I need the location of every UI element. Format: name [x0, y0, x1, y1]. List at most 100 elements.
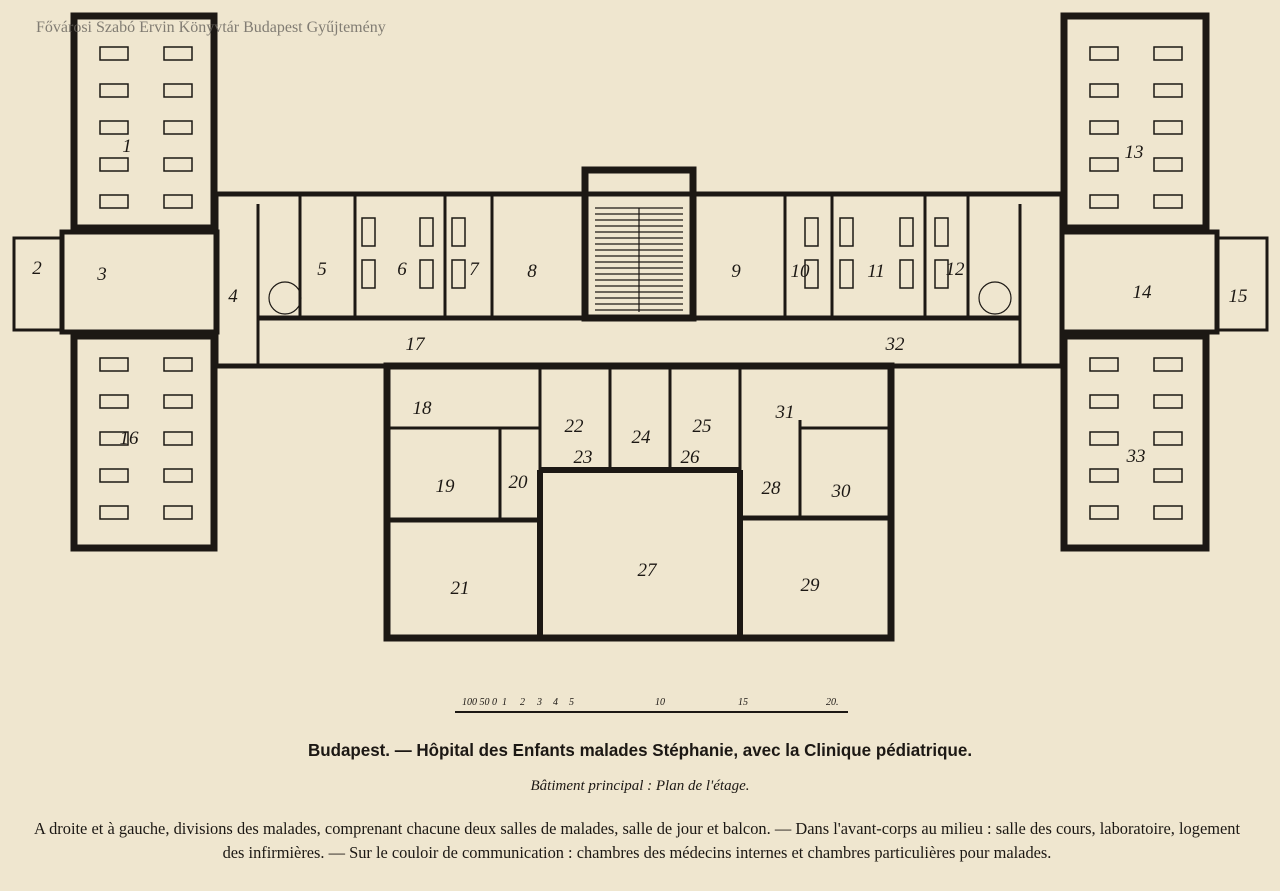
bed — [1153, 431, 1183, 446]
bed — [1089, 194, 1119, 209]
spiral-stair — [978, 281, 1012, 315]
bed — [99, 157, 129, 172]
room-label-33: 33 — [1126, 446, 1146, 467]
room-label-8: 8 — [527, 261, 537, 282]
scale-tick-label: 3 — [536, 697, 542, 708]
room-label-29: 29 — [801, 575, 821, 596]
description-text: A droite et à gauche, divisions des mala… — [34, 819, 1240, 862]
bed — [804, 217, 819, 247]
room-label-21: 21 — [451, 578, 470, 599]
scale-tick-label: 5 — [569, 697, 574, 708]
room-label-30: 30 — [831, 481, 852, 502]
bed — [163, 83, 193, 98]
bed — [163, 157, 193, 172]
bed — [163, 468, 193, 483]
bed — [163, 194, 193, 209]
bed — [1153, 505, 1183, 520]
bed — [163, 120, 193, 135]
bed — [1153, 357, 1183, 372]
bed — [99, 357, 129, 372]
bed — [1153, 46, 1183, 61]
room-label-3: 3 — [96, 264, 107, 285]
bed — [361, 259, 376, 289]
bed — [934, 259, 949, 289]
page-subtitle: Bâtiment principal : Plan de l'étage. — [530, 778, 750, 794]
room-label-22: 22 — [565, 416, 585, 437]
room-label-5: 5 — [317, 259, 327, 280]
bed — [1089, 468, 1119, 483]
bed — [1089, 505, 1119, 520]
room-label-23: 23 — [574, 447, 593, 468]
bed — [839, 217, 854, 247]
scale-tick-label: 1 — [502, 697, 507, 708]
room-label-32: 32 — [885, 334, 906, 355]
room-label-14: 14 — [1133, 282, 1153, 303]
spiral-stair — [268, 281, 302, 315]
bed — [451, 259, 466, 289]
room-label-31: 31 — [775, 402, 795, 423]
bed — [1153, 194, 1183, 209]
room-label-6: 6 — [397, 259, 407, 280]
bed — [1153, 120, 1183, 135]
bed — [163, 357, 193, 372]
room-label-9: 9 — [731, 261, 741, 282]
scale-tick-label: 4 — [553, 697, 558, 708]
bed — [1153, 394, 1183, 409]
bed — [419, 259, 434, 289]
bed — [99, 83, 129, 98]
room-label-1: 1 — [122, 136, 132, 157]
bed — [419, 217, 434, 247]
bed — [934, 217, 949, 247]
room-label-17: 17 — [406, 334, 427, 355]
page-title: Budapest. — Hôpital des Enfants malades … — [307, 740, 973, 760]
bed — [1153, 468, 1183, 483]
scale-label: 100 50 0 — [462, 697, 497, 708]
bed — [839, 259, 854, 289]
bed — [99, 468, 129, 483]
scale-tick-label: 2 — [520, 697, 525, 708]
bed — [163, 431, 193, 446]
room-label-13: 13 — [1125, 142, 1144, 163]
bed — [99, 394, 129, 409]
room-label-4: 4 — [228, 286, 238, 307]
scale-tick-label: 10 — [655, 697, 665, 708]
bed — [1089, 157, 1119, 172]
bed — [899, 259, 914, 289]
room-label-20: 20 — [509, 472, 529, 493]
room-label-18: 18 — [413, 398, 433, 419]
room-label-19: 19 — [436, 476, 456, 497]
bed — [163, 46, 193, 61]
room-label-26: 26 — [681, 447, 701, 468]
scale-tick-label: 15 — [738, 697, 748, 708]
bed — [451, 217, 466, 247]
bed — [1089, 431, 1119, 446]
room-label-12: 12 — [946, 259, 966, 280]
room-label-28: 28 — [762, 478, 782, 499]
bed — [1089, 357, 1119, 372]
room-label-16: 16 — [120, 428, 140, 449]
bed — [1089, 46, 1119, 61]
room-label-27: 27 — [638, 560, 659, 581]
bed — [1089, 394, 1119, 409]
bed — [163, 394, 193, 409]
bed — [804, 259, 819, 289]
scale-tick-label: 20. — [826, 697, 839, 708]
bed — [1153, 157, 1183, 172]
bed — [899, 217, 914, 247]
room-label-11: 11 — [867, 261, 885, 282]
bed — [99, 194, 129, 209]
room-label-7: 7 — [469, 259, 480, 280]
bed — [1089, 83, 1119, 98]
bed — [361, 217, 376, 247]
library-watermark: Fővárosi Szabó Ervin Könyvtár Budapest G… — [36, 19, 386, 36]
room-label-25: 25 — [693, 416, 712, 437]
bed — [1153, 83, 1183, 98]
bed — [99, 431, 129, 446]
room-label-15: 15 — [1229, 286, 1248, 307]
bed — [1089, 120, 1119, 135]
bed — [163, 505, 193, 520]
room-label-24: 24 — [632, 427, 652, 448]
bed — [99, 505, 129, 520]
